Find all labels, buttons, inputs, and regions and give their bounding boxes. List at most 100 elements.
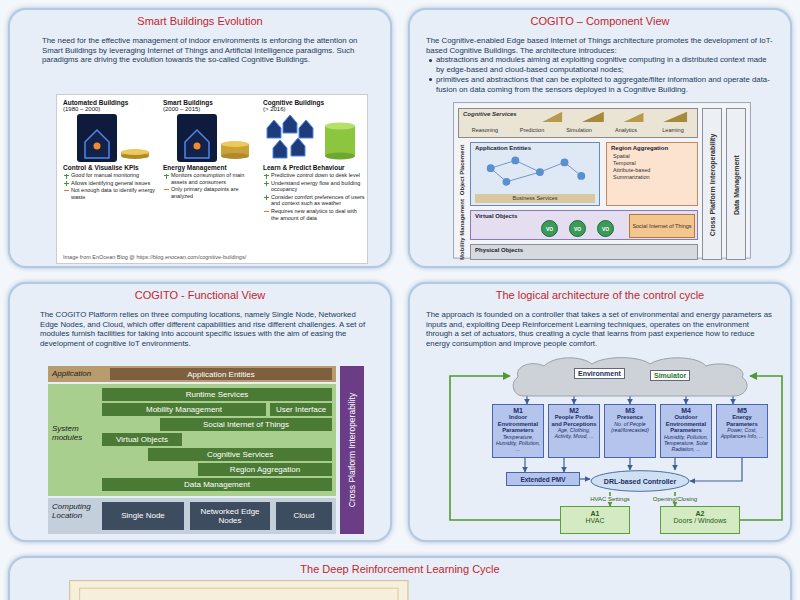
drawing-shape (267, 120, 281, 138)
pro-item: Predictive control down to desk level (263, 172, 365, 179)
drawing-shape (542, 112, 562, 122)
node-text: Prediction (510, 127, 554, 133)
body-text: The COGITO Platform relies on three comp… (40, 310, 368, 349)
con-item: Only primary datapoints are analyzed (163, 186, 259, 199)
side-label: Object Placement (458, 142, 467, 198)
drawing-shape (291, 138, 305, 156)
date-range: (1980 – 2000) (63, 106, 159, 112)
virtual-object-circle: VO (541, 220, 558, 237)
virtual-object-circle: VO (569, 220, 586, 237)
drawing-shape (487, 157, 585, 186)
node-text: Cross Platform Interoperability (340, 366, 364, 534)
edge-label: Opening/Closing (651, 496, 699, 502)
node-text: M4 (663, 407, 709, 414)
node-text: Application Entities (471, 143, 599, 153)
node-text: Indoor Environmental Parameters (495, 414, 541, 434)
parameter-module: M4Outdoor Environmental ParametersHumidi… (660, 404, 712, 458)
connector (450, 376, 560, 520)
node-text: VO (602, 226, 609, 232)
connector (526, 396, 527, 404)
image-credit: Image from EnOcean Blog @ https://blog.e… (63, 254, 246, 260)
body-text: The need for the effective management of… (42, 36, 360, 65)
drawing-shape (624, 113, 644, 122)
component-box: Region AggregationSpatialTemporalAttribu… (606, 142, 698, 206)
node-text: Cross Platform Interoperability (703, 109, 723, 261)
drawing-shape (582, 112, 604, 122)
node-text: M5 (719, 407, 765, 414)
drawing-shape (536, 168, 544, 176)
pro-item: Consider comfort preferences of users an… (263, 194, 365, 207)
era-column: Automated Buildings(1980 – 2000)Control … (63, 99, 159, 247)
layer-row: Application Application Entities (48, 366, 336, 382)
drawing-shape (221, 153, 249, 159)
drawing-shape (561, 159, 569, 167)
node-text: M3 (607, 407, 653, 414)
node-text: VO (546, 226, 553, 232)
connector (732, 396, 733, 404)
drawing-shape (77, 114, 117, 162)
drawing-shape (515, 160, 540, 172)
node-text: User Interface (270, 403, 332, 416)
node-text: M1 (495, 407, 541, 414)
node-text: Application Entities (187, 370, 255, 379)
drawing-shape (185, 130, 209, 158)
module-bar: Mobility Management (102, 403, 266, 416)
node-text: Application (52, 368, 91, 380)
node-text: DRL-based Controller (604, 478, 676, 485)
layer-row: System modulesRuntime ServicesMobility M… (48, 384, 336, 496)
building-illustration (263, 112, 365, 164)
node-text: Energy Parameters (719, 414, 765, 427)
node-text: Region Aggregation (198, 463, 332, 476)
column-subheading: Control & Visualise KPIs (63, 164, 159, 171)
body-text: The approach is founded on a controller … (426, 310, 774, 349)
drawing-shape (85, 130, 109, 158)
drawing-shape (513, 358, 747, 396)
drawing-shape (591, 471, 689, 492)
panel-title: Smart Buildings Evolution (10, 15, 390, 27)
module-bar: Virtual Objects (102, 433, 182, 446)
layer-band: Physical Objects (470, 244, 698, 260)
node-text: A2 (661, 510, 739, 517)
date-range: (> 2016) (263, 106, 365, 112)
illustration (510, 356, 750, 396)
module-bar: Application Entities (110, 368, 332, 380)
node-text: Mobility Management (102, 403, 266, 416)
parameter-module: M2People Profile and PerceptionsAge, Clo… (548, 404, 600, 458)
node-text: Extended PMV (520, 476, 565, 483)
drawing-shape (325, 153, 355, 160)
drawing-shape (540, 162, 565, 172)
edge-label: HVAC Settings (588, 496, 632, 502)
node-text: A1 (561, 510, 629, 517)
node-text: Analytics (604, 127, 648, 133)
drawing-shape (194, 143, 201, 150)
panel: The logical architecture of the control … (408, 282, 792, 542)
node-text: VO (574, 226, 581, 232)
node-text: Simulator (650, 370, 690, 381)
node-text: Reasoning (463, 127, 507, 133)
drawing-shape (177, 114, 217, 162)
drawing-shape (299, 120, 313, 138)
node-text: Simulation (557, 127, 601, 133)
module-bar: Runtime Services (102, 388, 332, 401)
controller-ellipse: DRL-based Controller (590, 470, 690, 492)
column-heading: Cognitive Buildings (263, 99, 365, 106)
drawing-shape (506, 172, 539, 182)
panel-title: COGITO - Functional View (10, 289, 390, 301)
node-text: Temporal (607, 160, 697, 167)
node-text: Social Internet of Things (160, 418, 332, 431)
node-text: No. of People (real/forecasted) (607, 422, 653, 434)
node-text: Attribute-based (607, 167, 697, 174)
column-subheading: Energy Management (163, 164, 259, 171)
node-text: Region Aggregation (607, 143, 697, 153)
date-range: (2000 – 2015) (163, 106, 259, 112)
layer-row: Computing LocationSingle NodeNetworked E… (48, 498, 336, 534)
drawing-shape (94, 143, 101, 150)
vertical-band: Data Management (726, 108, 746, 260)
connector (629, 458, 630, 470)
connector (685, 396, 686, 404)
parameter-module: M3PresenceNo. of People (real/forecasted… (604, 404, 656, 458)
panel-title: The logical architecture of the control … (410, 289, 790, 301)
con-item: Requires new analytics to deal with the … (263, 208, 365, 221)
pro-item: Allows identifying general issues (63, 180, 159, 187)
con-item: Not enough data to identify energy waste (63, 187, 159, 200)
